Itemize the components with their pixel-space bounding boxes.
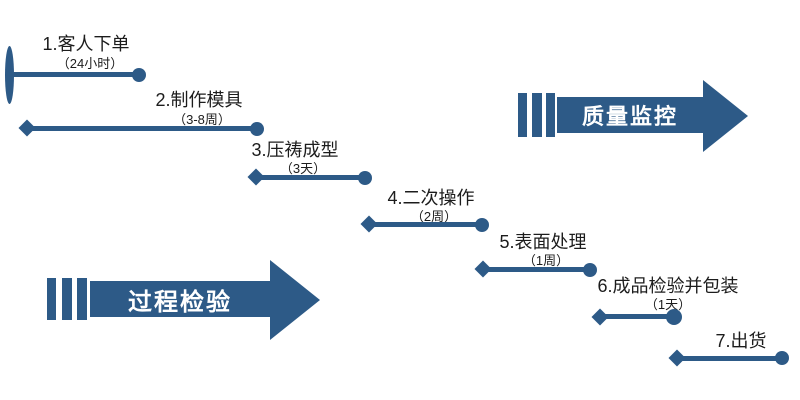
timeline-bar: [9, 72, 139, 77]
banner-label: 质量监控: [557, 97, 703, 133]
step-label: 4.二次操作: [387, 188, 475, 208]
timeline-bar: [256, 175, 365, 180]
step-duration: （2周）: [410, 209, 458, 224]
arrow-head-icon: [270, 260, 320, 340]
circle-end-icon: [666, 309, 682, 325]
timeline-bar: [369, 222, 482, 227]
circle-end-icon: [775, 351, 789, 365]
timeline-bar: [600, 314, 674, 319]
step-label: 5.表面处理: [499, 232, 587, 252]
speed-stripe-icon: [47, 278, 56, 320]
circle-end-icon: [583, 263, 597, 277]
circle-end-icon: [475, 218, 489, 232]
speed-stripe-icon: [77, 278, 87, 320]
timeline-bar: [677, 356, 782, 361]
step-label: 6.成品检验并包装: [597, 276, 739, 296]
circle-end-icon: [132, 68, 146, 82]
step-label: 7.出货: [715, 331, 767, 351]
step-duration: （3天）: [279, 161, 327, 176]
banner-label: 过程检验: [90, 281, 270, 317]
circle-end-icon: [358, 171, 372, 185]
speed-stripe-icon: [62, 278, 72, 320]
speed-stripe-icon: [518, 93, 527, 137]
timeline-bar: [27, 126, 257, 131]
step-duration: （3-8周）: [173, 112, 231, 127]
arrow-head-icon: [703, 80, 748, 152]
step-duration: （1周）: [522, 253, 570, 268]
step-label: 2.制作模具: [155, 90, 243, 110]
circle-end-icon: [250, 122, 264, 136]
step-label: 1.客人下单: [42, 34, 130, 54]
timeline-bar: [483, 267, 590, 272]
speed-stripe-icon: [546, 93, 555, 137]
speed-stripe-icon: [532, 93, 542, 137]
step-duration: （24小时）: [56, 56, 124, 71]
step-duration: （1天）: [644, 297, 692, 312]
step-label: 3.压祷成型: [251, 140, 339, 160]
